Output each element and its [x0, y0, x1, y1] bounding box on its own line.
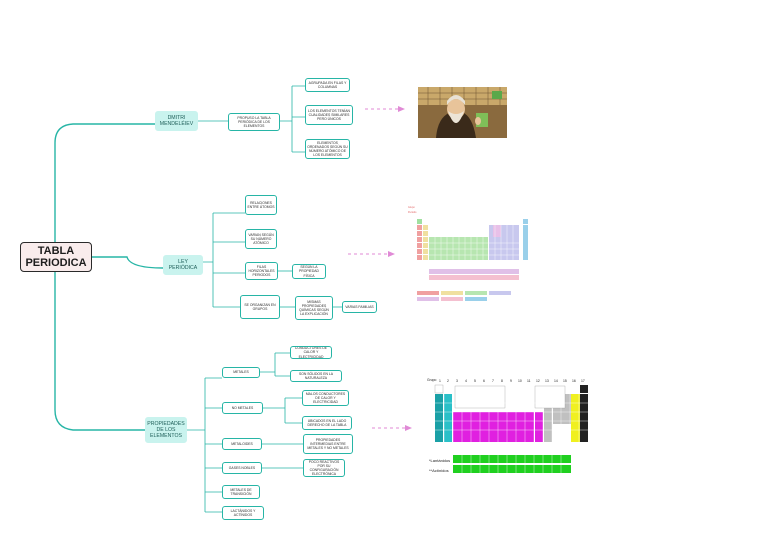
svg-text:14: 14 — [554, 379, 558, 383]
svg-text:15: 15 — [563, 379, 567, 383]
svg-text:11: 11 — [527, 379, 531, 383]
lanthanides-label: *Lantánidos — [429, 458, 451, 463]
node-no-metales[interactable]: NO METALES — [222, 402, 263, 414]
leaf-label: METALES — [233, 370, 249, 375]
node-propuso-label: PROPUSO LA TABLA PERIÓDICA DE LOS ELEMEN… — [237, 115, 271, 129]
leaf-label: LACTÁNIDOS Y ACTÍNIDOS — [230, 508, 256, 517]
node-ley-periodos[interactable]: FILAS HORIZONTALES PERIODOS — [245, 262, 278, 280]
node-nometales-child-2[interactable]: UBICADOS EN EL LADO DERECHO DE LA TABLA — [302, 416, 352, 430]
node-nometales-child-1[interactable]: MALOS CONDUCTORES DE CALOR Y ELECTRICIDA… — [302, 390, 349, 406]
leaf-label: FILAS HORIZONTALES PERIODOS — [248, 264, 275, 278]
svg-text:17: 17 — [581, 379, 585, 383]
mendeleev-portrait-image — [418, 87, 507, 138]
root-node[interactable]: TABLA PERIODICA — [20, 242, 92, 272]
root-title: TABLA PERIODICA — [25, 245, 87, 269]
svg-text:4: 4 — [465, 379, 467, 383]
leaf-label: RELACIONES ENTRE ÁTOMOS — [247, 200, 275, 209]
node-mendeleiev-leaf-1[interactable]: AGRUPADA EN FILAS Y COLUMNAS — [305, 78, 350, 92]
svg-text:7: 7 — [492, 379, 494, 383]
arrow-head-icon — [405, 425, 412, 431]
leaf-label: GASES NOBLES — [228, 465, 256, 470]
topic-mendeleiev-label: DMITRI MENDELÉIEV — [159, 115, 194, 127]
svg-text:6: 6 — [483, 379, 485, 383]
node-ley-grupos[interactable]: SE ORGANIZAN EN GRUPOS — [240, 295, 280, 319]
topic-propiedades[interactable]: PROPIEDADES DE LOS ELEMENTOS — [145, 417, 187, 443]
arrow-head-icon — [398, 106, 405, 112]
leaf-label: SEGÚN LA PROPIEDAD FÍSICA — [299, 265, 319, 278]
svg-text:Período: Período — [408, 211, 417, 214]
leaf-label: PROPIEDADES INTERMEDIAS ENTRE METALES Y … — [307, 437, 349, 451]
leaf-label: METALOIDES — [231, 441, 253, 446]
svg-text:Grupo: Grupo — [427, 378, 437, 382]
topic-ley-label: LEY PERIÓDICA — [168, 259, 198, 271]
leaf-label: NO METALES — [231, 405, 254, 410]
leaf-label: UBICADOS EN EL LADO DERECHO DE LA TABLA — [307, 418, 347, 427]
node-mendeleiev-leaf-3[interactable]: ELEMENTOS ORDENADOS SEGÚN SU NÚMERO ATÓM… — [305, 139, 350, 159]
svg-text:13: 13 — [545, 379, 549, 383]
svg-text:2: 2 — [447, 379, 449, 383]
leaf-label: LOS ELEMENTOS TENÍAN CUALIDADES SIMILARE… — [308, 108, 350, 122]
leaf-label: SE ORGANIZAN EN GRUPOS — [244, 302, 276, 311]
node-metaloides[interactable]: METALOIDES — [222, 438, 262, 450]
node-ley-varian[interactable]: VARIAN SEGÚN SU NÚMERO ATÓMICO — [245, 229, 277, 249]
node-ley-relaciones[interactable]: RELACIONES ENTRE ÁTOMOS — [245, 195, 277, 215]
leaf-label: MISMAS PROPIEDADES QUÍMICAS SEGÚN LA EXP… — [299, 299, 329, 317]
topic-propiedades-label: PROPIEDADES DE LOS ELEMENTOS — [147, 421, 185, 439]
leaf-label: CONDUCTORES DE CALOR Y ELECTRICIDAD — [294, 346, 328, 359]
node-propuso[interactable]: PROPUSO LA TABLA PERIÓDICA DE LOS ELEMEN… — [228, 113, 280, 131]
svg-text:1: 1 — [439, 379, 441, 383]
node-gases-child[interactable]: POCO REACTIVOS POR SU CONFIGURACIÓN ELEC… — [303, 459, 345, 477]
svg-text:Grupo: Grupo — [408, 206, 415, 209]
periodic-table-color-image: Grupo Período — [405, 203, 533, 308]
svg-text:12: 12 — [536, 379, 540, 383]
leaf-label: POCO REACTIVOS POR SU CONFIGURACIÓN ELEC… — [308, 459, 340, 477]
svg-text:9: 9 — [510, 379, 512, 383]
actinides-label: **Actínidos — [429, 468, 449, 473]
leaf-label: VARIAN SEGÚN SU NÚMERO ATÓMICO — [248, 232, 274, 246]
topic-mendeleiev[interactable]: DMITRI MENDELÉIEV — [155, 111, 198, 131]
topic-ley-periodica[interactable]: LEY PERIÓDICA — [163, 255, 203, 275]
node-gases-nobles[interactable]: GASES NOBLES — [222, 462, 262, 474]
arrow-head-icon — [388, 251, 395, 257]
leaf-label: METALES DE TRANSICIÓN — [230, 487, 252, 496]
node-metales[interactable]: METALES — [222, 367, 260, 378]
svg-text:8: 8 — [501, 379, 503, 383]
leaf-label: MALOS CONDUCTORES DE CALOR Y ELECTRICIDA… — [305, 391, 346, 405]
leaf-label: VARIAS FAMILIAS — [345, 304, 374, 309]
node-ley-grupos-child[interactable]: MISMAS PROPIEDADES QUÍMICAS SEGÚN LA EXP… — [295, 296, 333, 320]
leaf-label: ELEMENTOS ORDENADOS SEGÚN SU NÚMERO ATÓM… — [307, 140, 348, 158]
svg-text:10: 10 — [518, 379, 522, 383]
node-metaloides-child[interactable]: PROPIEDADES INTERMEDIAS ENTRE METALES Y … — [303, 434, 353, 454]
node-metales-child-2[interactable]: SON SÓLIDOS EN LA NATURALEZA — [290, 370, 342, 382]
leaf-label: AGRUPADA EN FILAS Y COLUMNAS — [308, 80, 347, 89]
node-metales-child-1[interactable]: CONDUCTORES DE CALOR Y ELECTRICIDAD — [290, 346, 332, 359]
svg-text:16: 16 — [572, 379, 576, 383]
node-metales-transicion[interactable]: METALES DE TRANSICIÓN — [222, 485, 260, 499]
node-ley-familias[interactable]: VARIAS FAMILIAS — [342, 301, 377, 313]
node-lactanidos[interactable]: LACTÁNIDOS Y ACTÍNIDOS — [222, 506, 264, 520]
svg-text:5: 5 — [474, 379, 476, 383]
node-ley-periodos-child[interactable]: SEGÚN LA PROPIEDAD FÍSICA — [292, 264, 326, 279]
leaf-label: SON SÓLIDOS EN LA NATURALEZA — [298, 371, 334, 380]
svg-text:3: 3 — [456, 379, 458, 383]
node-mendeleiev-leaf-2[interactable]: LOS ELEMENTOS TENÍAN CUALIDADES SIMILARE… — [305, 105, 353, 125]
